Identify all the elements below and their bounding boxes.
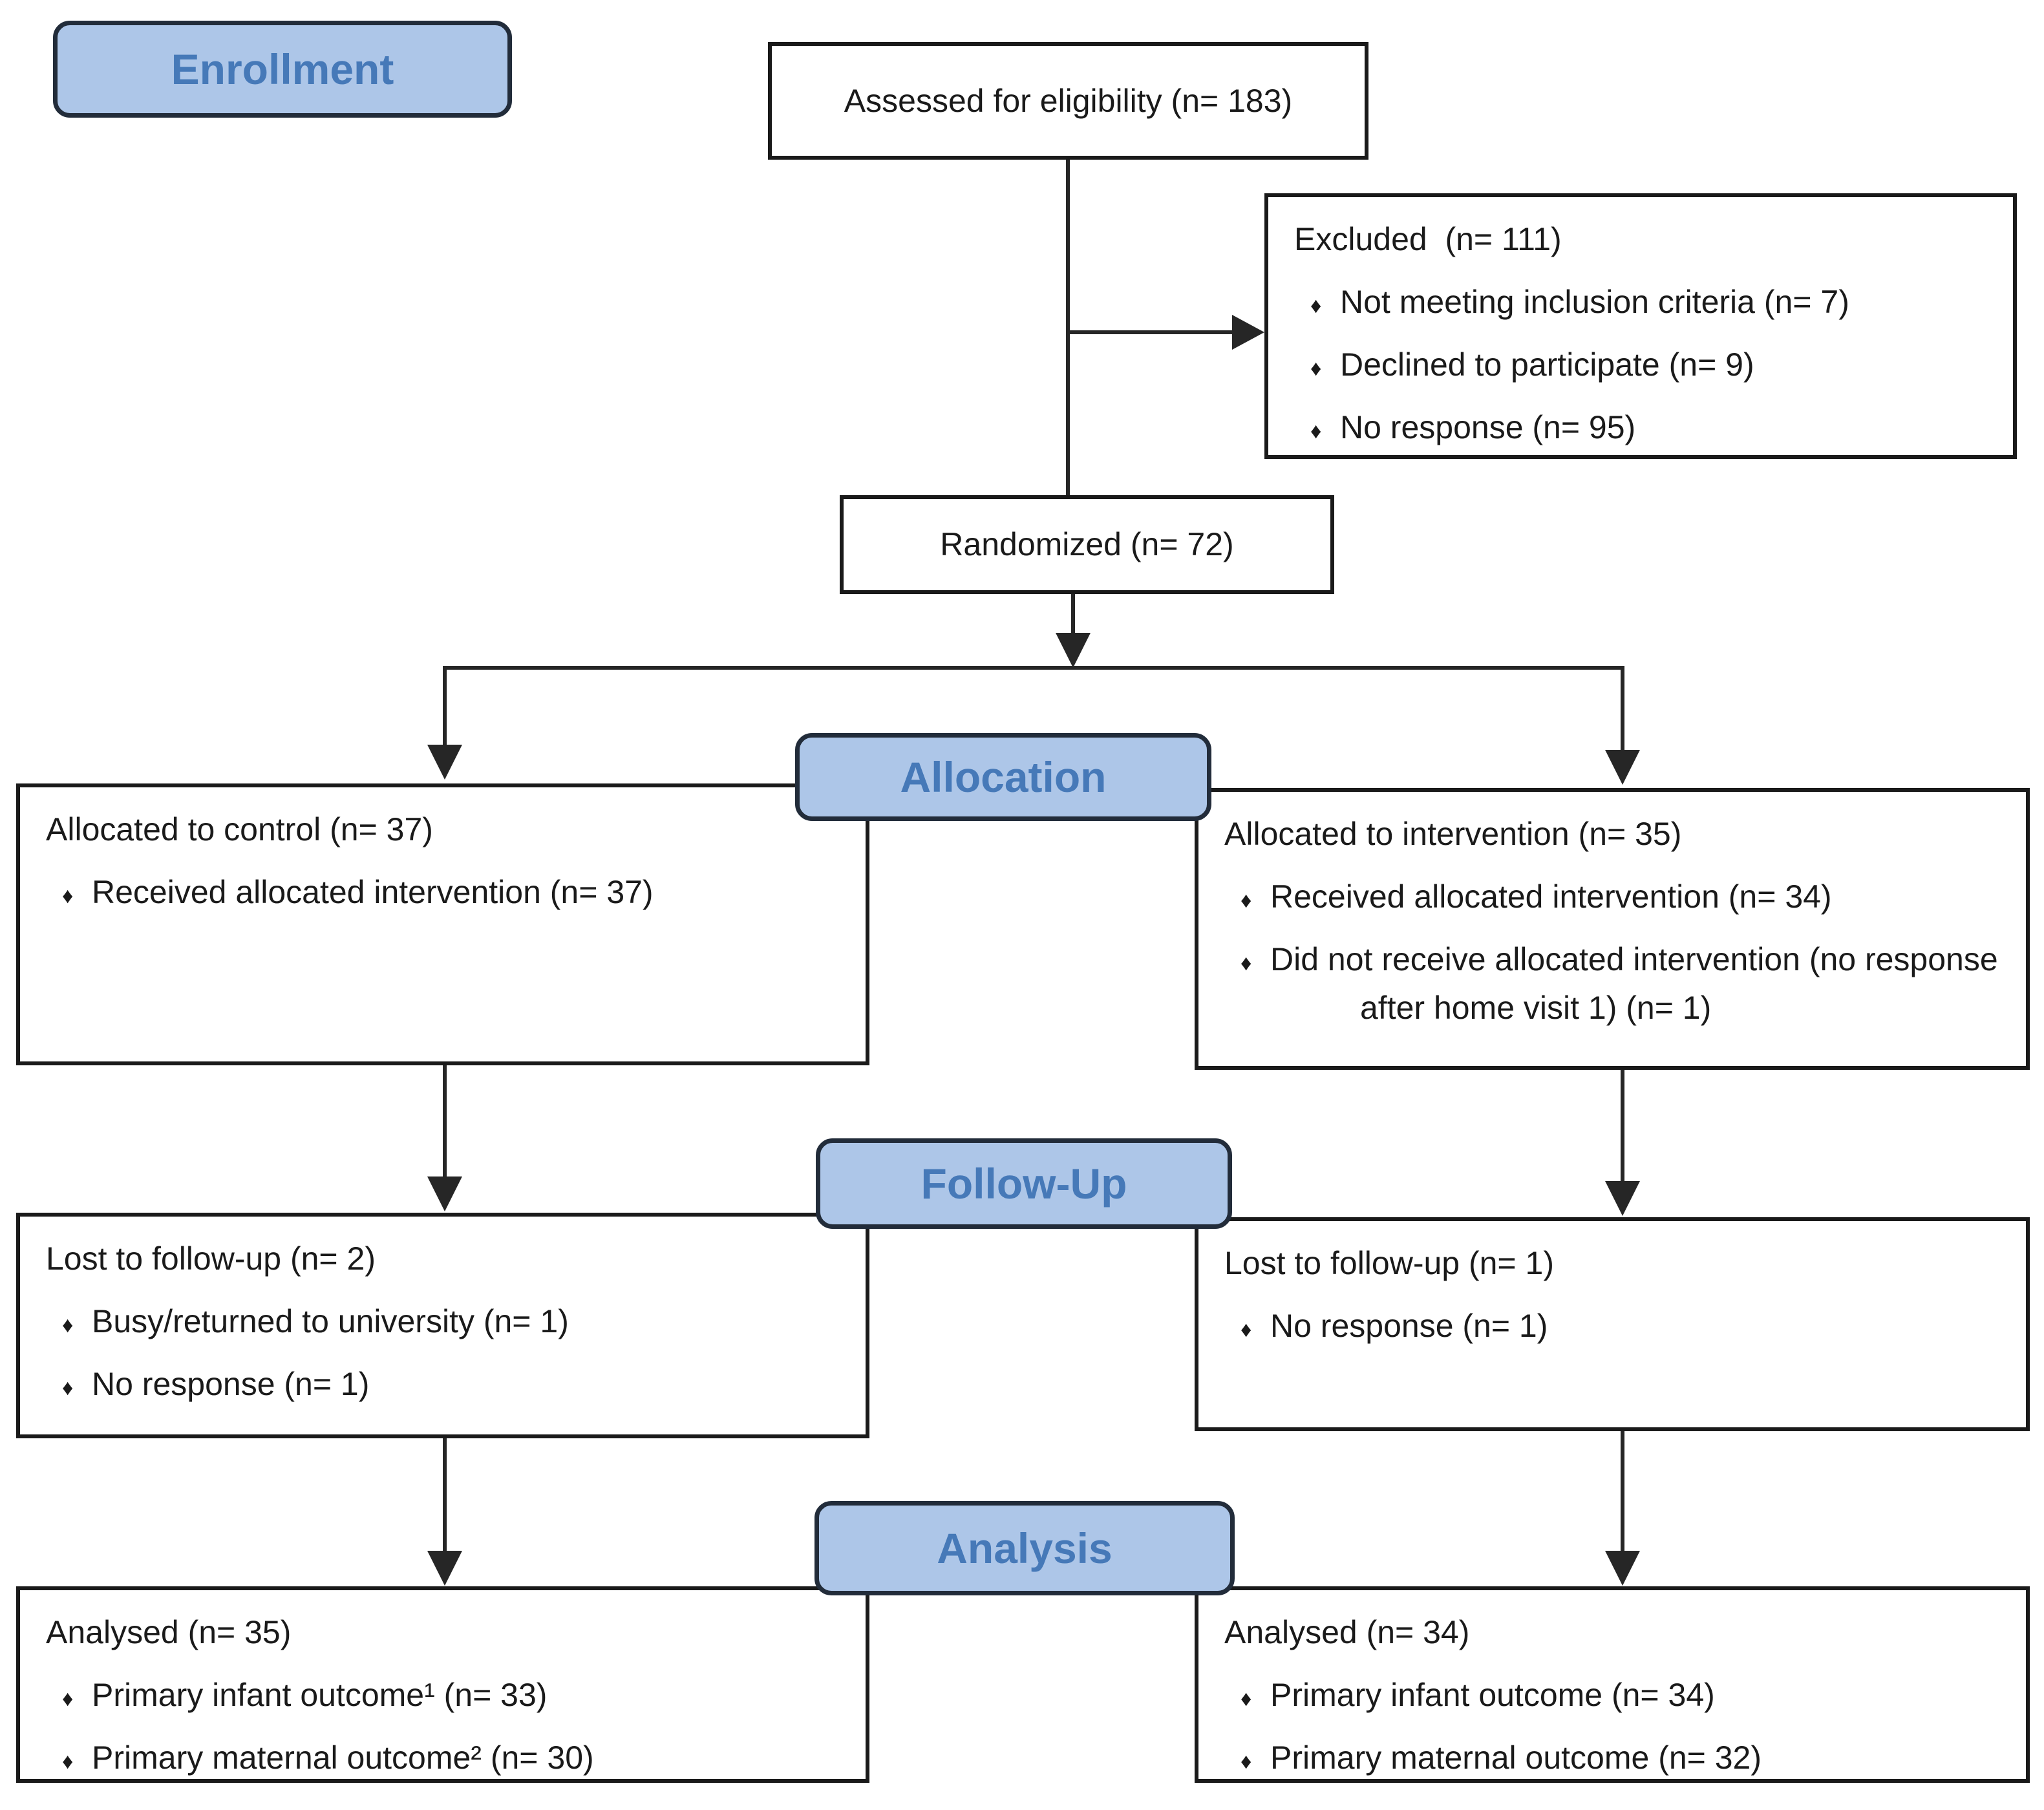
diamond-bullet-icon: ♦: [62, 884, 74, 908]
analysed-intervention-list: ♦Primary infant outcome (n= 34) ♦Primary …: [1224, 1671, 2000, 1782]
lost-followup-intervention-title: Lost to follow-up (n= 1): [1224, 1245, 1554, 1281]
allocated-intervention-box: Allocated to intervention (n= 35) ♦Recei…: [1195, 788, 2030, 1070]
allocated-control-title: Allocated to control (n= 37): [46, 811, 433, 847]
connector-assessed-to-randomized: [1066, 160, 1070, 495]
diamond-bullet-icon: ♦: [1310, 356, 1322, 381]
diamond-bullet-icon: ♦: [1310, 293, 1322, 318]
followup-stage-label: Follow-Up: [816, 1138, 1232, 1229]
excluded-reasons-list: ♦Not meeting inclusion criteria (n= 7) ♦D…: [1294, 278, 1987, 452]
lost-followup-intervention-box: Lost to follow-up (n= 1) ♦No response (n…: [1195, 1217, 2030, 1431]
allocated-intervention-title: Allocated to intervention (n= 35): [1224, 816, 1682, 852]
bullet-item: ♦No response (n= 1): [46, 1360, 840, 1409]
enrollment-stage-label: Enrollment: [53, 21, 512, 118]
diamond-bullet-icon: ♦: [1240, 1749, 1252, 1774]
connector-control-to-followup: [443, 1065, 447, 1178]
bullet-item: ♦Did not receive allocated intervention …: [1240, 941, 1998, 1026]
arrowhead-excluded: [1232, 315, 1264, 350]
analysed-intervention-title: Analysed (n= 34): [1224, 1614, 1470, 1650]
assessed-eligibility-text: Assessed for eligibility (n= 183): [844, 82, 1293, 119]
diamond-bullet-icon: ♦: [1240, 1317, 1252, 1342]
bullet-item: ♦Declined to participate (n= 9): [1294, 341, 1987, 389]
arrowhead-randomized-split: [1056, 633, 1091, 668]
diamond-bullet-icon: ♦: [62, 1749, 74, 1774]
diamond-bullet-icon: ♦: [1310, 419, 1322, 443]
connector-followup-to-analysis-right: [1621, 1431, 1624, 1552]
analysed-control-box: Analysed (n= 35) ♦Primary infant outcome…: [16, 1586, 869, 1783]
connector-randomized-down: [1071, 594, 1075, 634]
arrowhead-alloc-right: [1605, 750, 1640, 785]
bullet-item: ♦Not meeting inclusion criteria (n= 7): [1294, 278, 1987, 326]
arrowhead-alloc-left: [427, 745, 462, 780]
bullet-item: ♦No response (n= 1): [1224, 1302, 2000, 1350]
bullet-item: ♦Primary maternal outcome (n= 32): [1224, 1734, 2000, 1782]
analysed-intervention-box: Analysed (n= 34) ♦Primary infant outcome…: [1195, 1586, 2030, 1783]
excluded-box: Excluded (n= 111) ♦Not meeting inclusion…: [1264, 193, 2017, 459]
connector-split-right: [1621, 666, 1624, 751]
allocation-stage-text: Allocation: [900, 753, 1107, 801]
bullet-item: ♦Received allocated intervention (n= 34): [1224, 873, 2000, 921]
bullet-item: ♦No response (n= 95): [1294, 403, 1987, 452]
lost-followup-control-box: Lost to follow-up (n= 2) ♦Busy/returned …: [16, 1213, 869, 1438]
analysed-control-list: ♦Primary infant outcome¹ (n= 33) ♦Primary…: [46, 1671, 840, 1782]
bullet-item: ♦Primary infant outcome (n= 34): [1224, 1671, 2000, 1720]
diamond-bullet-icon: ♦: [62, 1376, 74, 1400]
assessed-eligibility-box: Assessed for eligibility (n= 183): [768, 42, 1368, 160]
diamond-bullet-icon: ♦: [1240, 888, 1252, 913]
diamond-bullet-icon: ♦: [1240, 1687, 1252, 1711]
enrollment-stage-text: Enrollment: [171, 45, 394, 93]
bullet-item: ♦Primary infant outcome¹ (n= 33): [46, 1671, 840, 1720]
allocated-control-list: ♦Received allocated intervention (n= 37): [46, 868, 840, 917]
connector-followup-to-analysis-left: [443, 1438, 447, 1552]
bullet-item: ♦Primary maternal outcome² (n= 30): [46, 1734, 840, 1782]
split-line: [443, 666, 1624, 670]
diamond-bullet-icon: ♦: [62, 1313, 74, 1337]
arrowhead-analysis-right: [1605, 1551, 1640, 1586]
arrowhead-followup-left: [427, 1176, 462, 1211]
excluded-title: Excluded (n= 111): [1294, 221, 1562, 257]
connector-to-excluded: [1068, 330, 1232, 334]
allocated-intervention-list: ♦Received allocated intervention (n= 34)…: [1224, 873, 2000, 1032]
analysis-stage-text: Analysis: [937, 1524, 1112, 1572]
analysed-control-title: Analysed (n= 35): [46, 1614, 292, 1650]
analysis-stage-label: Analysis: [814, 1501, 1235, 1595]
lost-followup-intervention-list: ♦No response (n= 1): [1224, 1302, 2000, 1350]
followup-stage-text: Follow-Up: [921, 1160, 1127, 1208]
allocation-stage-label: Allocation: [795, 733, 1211, 821]
randomized-box: Randomized (n= 72): [840, 495, 1334, 594]
bullet-item: ♦Busy/returned to university (n= 1): [46, 1297, 840, 1346]
arrowhead-analysis-left: [427, 1551, 462, 1586]
bullet-item: ♦Received allocated intervention (n= 37): [46, 868, 840, 917]
lost-followup-control-title: Lost to follow-up (n= 2): [46, 1240, 376, 1277]
lost-followup-control-list: ♦Busy/returned to university (n= 1) ♦No r…: [46, 1297, 840, 1409]
connector-split-left: [443, 666, 447, 746]
allocated-control-box: Allocated to control (n= 37) ♦Received a…: [16, 783, 869, 1065]
connector-intervention-to-followup: [1621, 1070, 1624, 1182]
randomized-text: Randomized (n= 72): [940, 526, 1234, 562]
diamond-bullet-icon: ♦: [62, 1687, 74, 1711]
diamond-bullet-icon: ♦: [1240, 951, 1252, 975]
arrowhead-followup-right: [1605, 1181, 1640, 1216]
